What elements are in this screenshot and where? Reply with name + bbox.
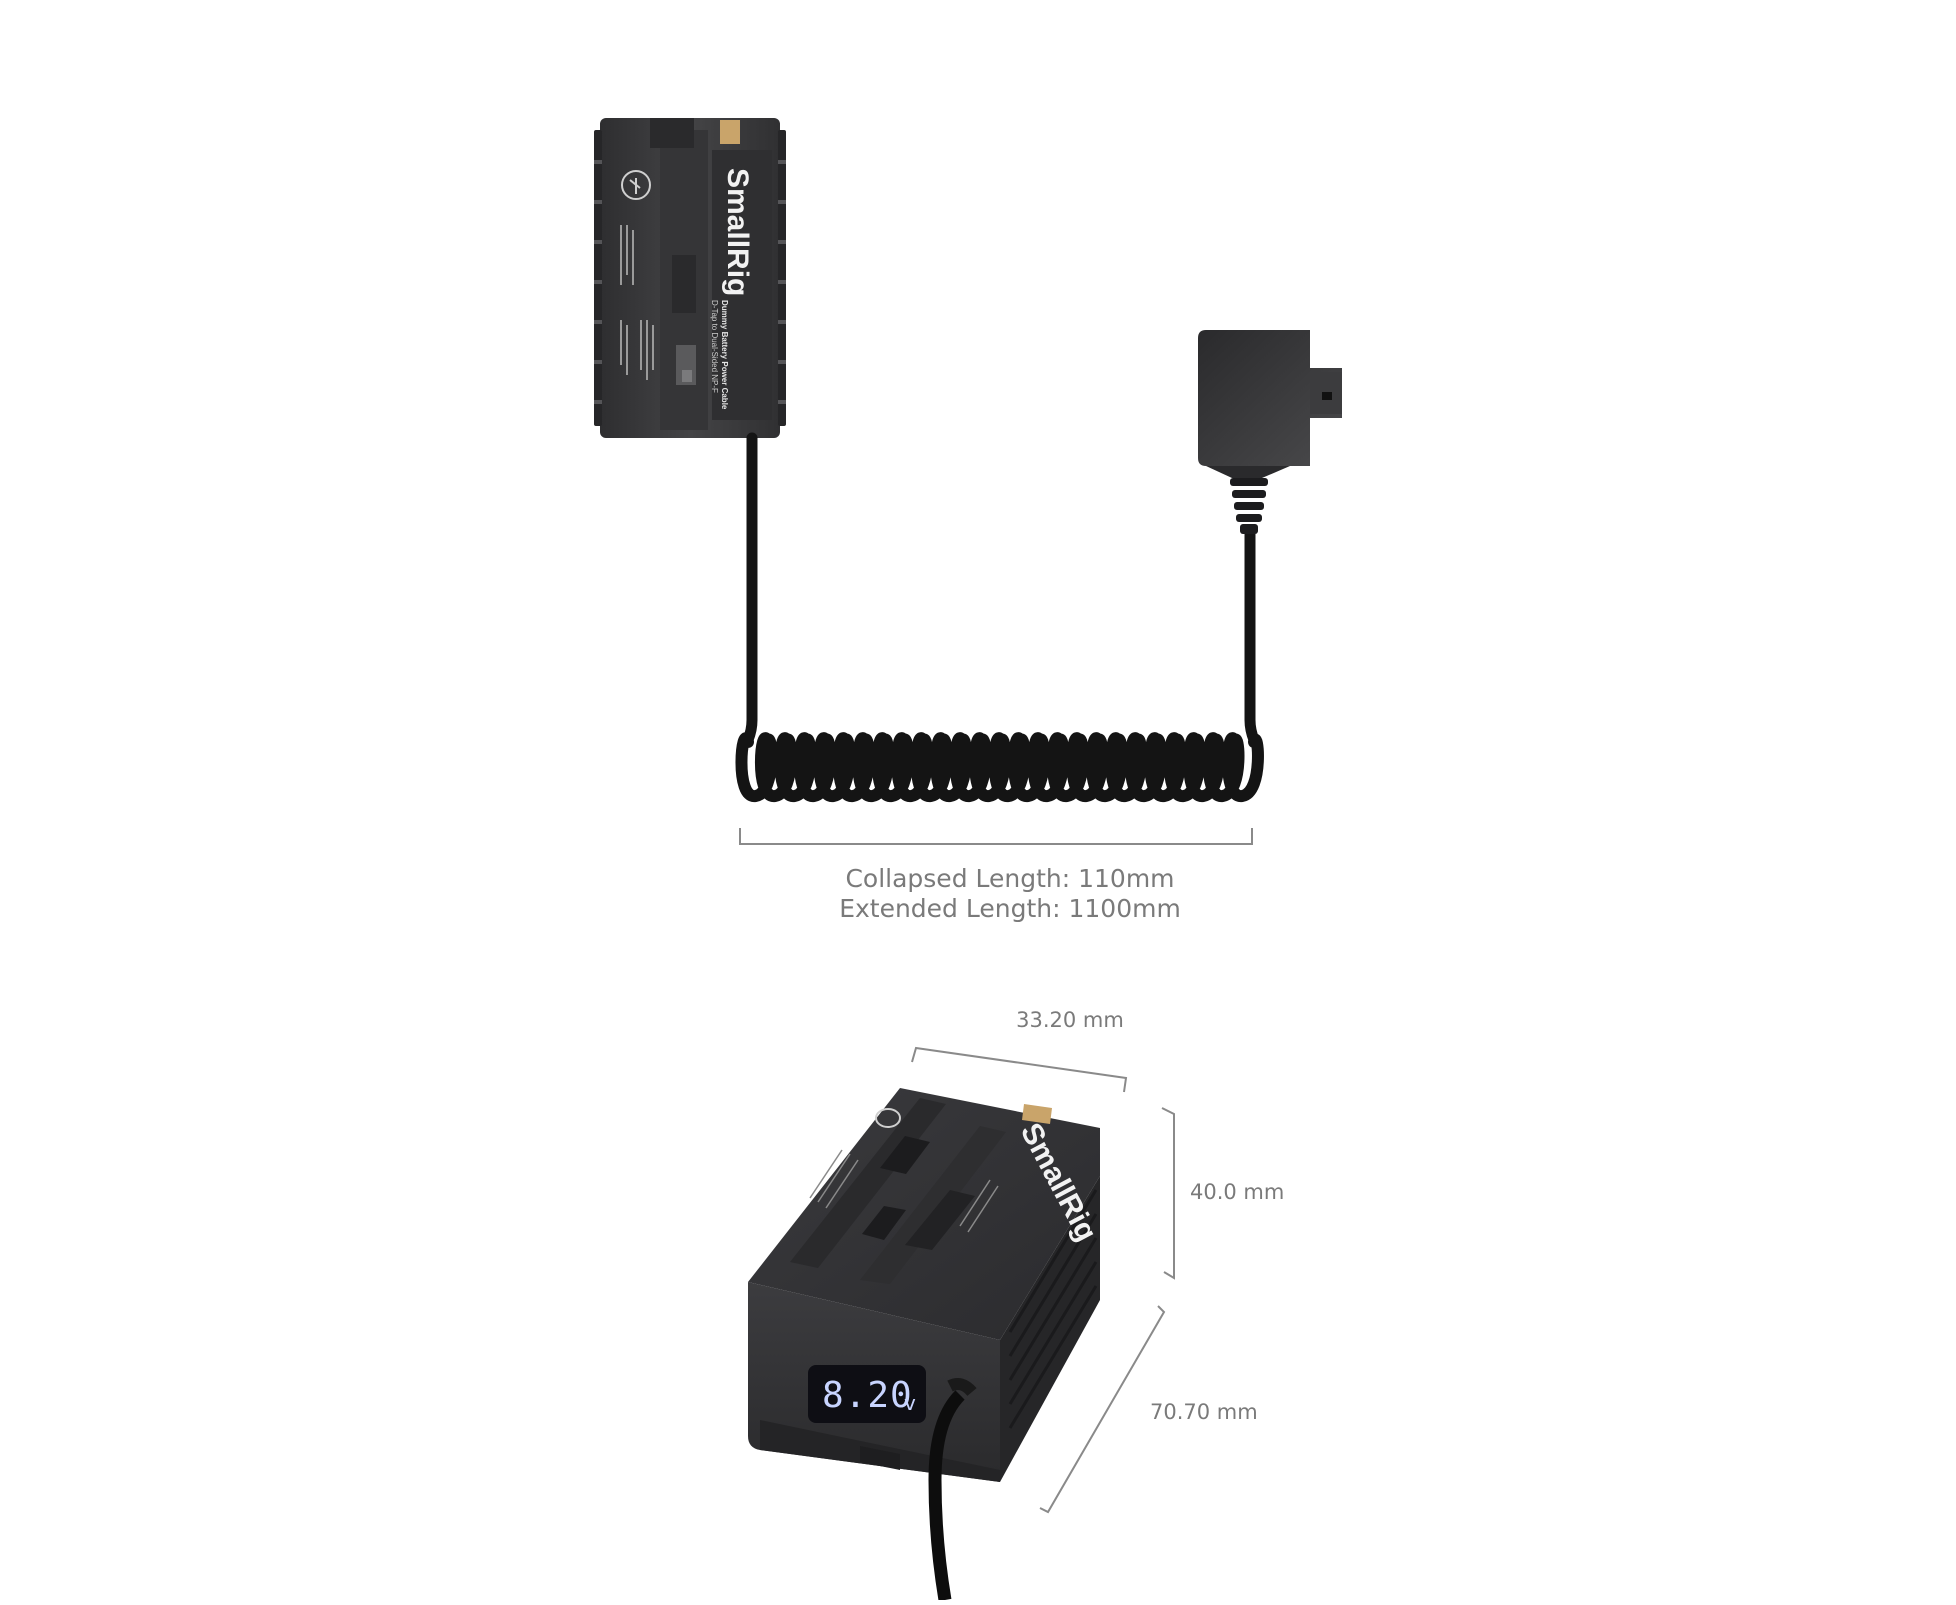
- width-dimension-label: 33.20 mm: [1016, 1008, 1124, 1032]
- voltage-display: [808, 1365, 926, 1423]
- bottom-contact-gold-pad: [1022, 1104, 1052, 1124]
- depth-dimension-label: 70.70 mm: [1150, 1400, 1258, 1424]
- top-brand-text: SmallRig: [721, 168, 754, 296]
- top-label-line-1: D-Tap to Dual-Sided NP-F: [710, 300, 719, 393]
- d-tap-connector: [1198, 330, 1342, 534]
- bottom-brand-logo-icon: [875, 1108, 901, 1128]
- length-dimension-line: [739, 828, 1253, 845]
- length-caption: Collapsed Length: 110mm Extended Length:…: [740, 864, 1280, 924]
- cable-coil: [735, 732, 1264, 802]
- voltage-display-value: 8.20: [822, 1375, 913, 1416]
- dummy-battery-bottom: SmallRig 8.20 v: [748, 1088, 1103, 1602]
- top-label-line-2: Dummy Battery Power Cable: [720, 300, 729, 410]
- brand-logo-icon: [621, 170, 651, 200]
- dummy-battery-top: SmallRig D-Tap to Dual-Sided NP-F Dummy …: [594, 118, 786, 438]
- bottom-cable: [928, 1390, 965, 1602]
- voltage-display-unit: v: [904, 1391, 916, 1415]
- extended-length-text: Extended Length: 1100mm: [839, 894, 1181, 923]
- cable-coil-path: [735, 732, 1264, 802]
- contact-gold-pad: [720, 120, 740, 144]
- height-dimension-label: 40.0 mm: [1190, 1180, 1285, 1204]
- collapsed-length-text: Collapsed Length: 110mm: [845, 864, 1175, 893]
- dimension-lines-bottom: [911, 1046, 1175, 1514]
- coiled-cable: [735, 432, 1264, 802]
